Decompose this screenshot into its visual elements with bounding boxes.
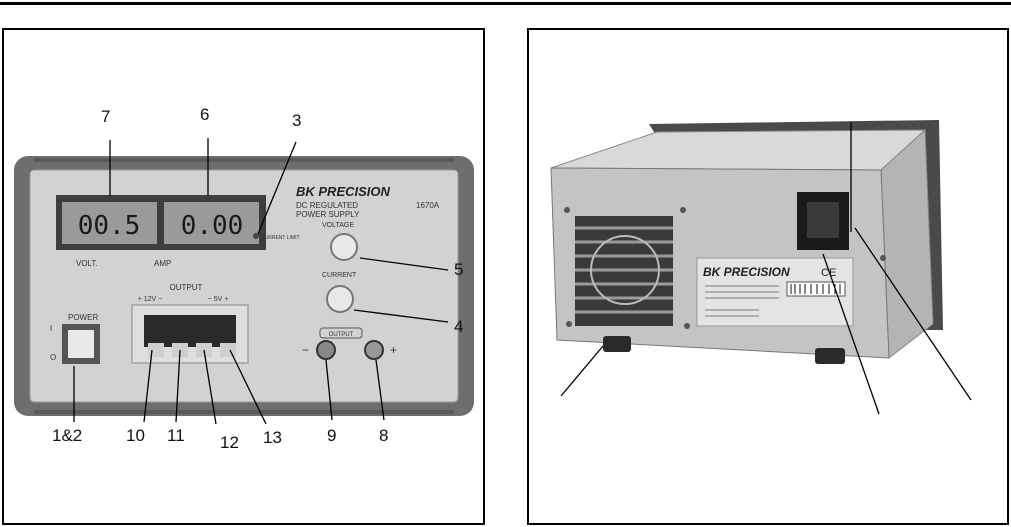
frame-ridges (34, 158, 454, 414)
fixed-output-terminals (144, 315, 236, 347)
callout-6: 6 (200, 105, 210, 124)
fan-blade-ring (590, 235, 660, 305)
amp-readout: 0.00 (181, 211, 244, 241)
callout-8: 8 (379, 426, 389, 445)
callout-12: 12 (220, 433, 239, 452)
callout-9: 9 (327, 426, 337, 445)
barcode-bars (790, 284, 841, 294)
output-12v-label: + 12V − (138, 296, 163, 303)
callout-13: 13 (263, 428, 282, 447)
case-top (550, 129, 927, 171)
rear-leader-lines (560, 122, 972, 415)
minus-mark: − (302, 343, 309, 357)
output-section-label: OUTPUT (170, 283, 203, 292)
power-off-mark: O (50, 353, 56, 362)
volt-readout: 00.5 (78, 211, 141, 241)
top-rule (0, 2, 1011, 5)
product-line-1: DC REGULATED (296, 201, 358, 210)
output-terminal-label: OUTPUT (329, 332, 354, 338)
current-limit-led (253, 233, 259, 239)
callout-10: 10 (126, 426, 145, 445)
front-panel-photo: 00.5 0.00 CURRENT LIMIT VOLT. AMP BK PRE… (14, 138, 474, 425)
foot-left (603, 336, 631, 352)
amp-lcd (164, 202, 259, 244)
callout-4: 4 (454, 317, 464, 336)
rear-screws (564, 207, 886, 329)
current-limit-label: CURRENT LIMIT (261, 235, 300, 241)
product-line-2: POWER SUPPLY (296, 210, 360, 219)
voltage-knob[interactable] (330, 233, 358, 261)
output-terminal-box (319, 327, 363, 339)
callout-11: 11 (167, 426, 185, 445)
front-leader-lines (73, 138, 449, 425)
power-label: POWER (68, 313, 98, 322)
power-switch[interactable] (68, 330, 94, 358)
output-5v-label: − 5V + (208, 296, 229, 303)
voltage-knob-label: VOLTAGE (322, 222, 354, 229)
ac-inlet-socket (807, 202, 839, 238)
label-fine-print (705, 285, 779, 317)
front-panel-figure: 00.5 0.00 CURRENT LIMIT VOLT. AMP BK PRE… (2, 28, 485, 525)
negative-binding-post[interactable] (316, 340, 336, 360)
volt-lcd (62, 202, 157, 244)
amp-label: AMP (154, 259, 171, 268)
power-on-mark: I (50, 324, 52, 333)
volt-label: VOLT. (76, 259, 98, 268)
model-number: 1670A (416, 201, 440, 210)
positive-binding-post[interactable] (364, 340, 384, 360)
current-knob[interactable] (326, 285, 354, 313)
callout-1and2: 1&2 (52, 426, 83, 445)
ce-mark: CE (821, 267, 836, 279)
rear-panel-figure: BK PRECISION CE (527, 28, 1009, 525)
brand-logo-rear: BK PRECISION (703, 265, 790, 279)
brand-logo-front: BK PRECISION (296, 184, 391, 199)
rear-panel-photo: BK PRECISION CE (550, 120, 972, 415)
barcode (786, 281, 846, 297)
callout-7: 7 (101, 107, 111, 126)
current-knob-label: CURRENT (322, 272, 357, 279)
case-side (880, 128, 934, 359)
plus-mark: + (390, 343, 397, 357)
callout-5: 5 (454, 260, 464, 279)
callout-3: 3 (292, 111, 302, 130)
foot-right (815, 348, 845, 364)
